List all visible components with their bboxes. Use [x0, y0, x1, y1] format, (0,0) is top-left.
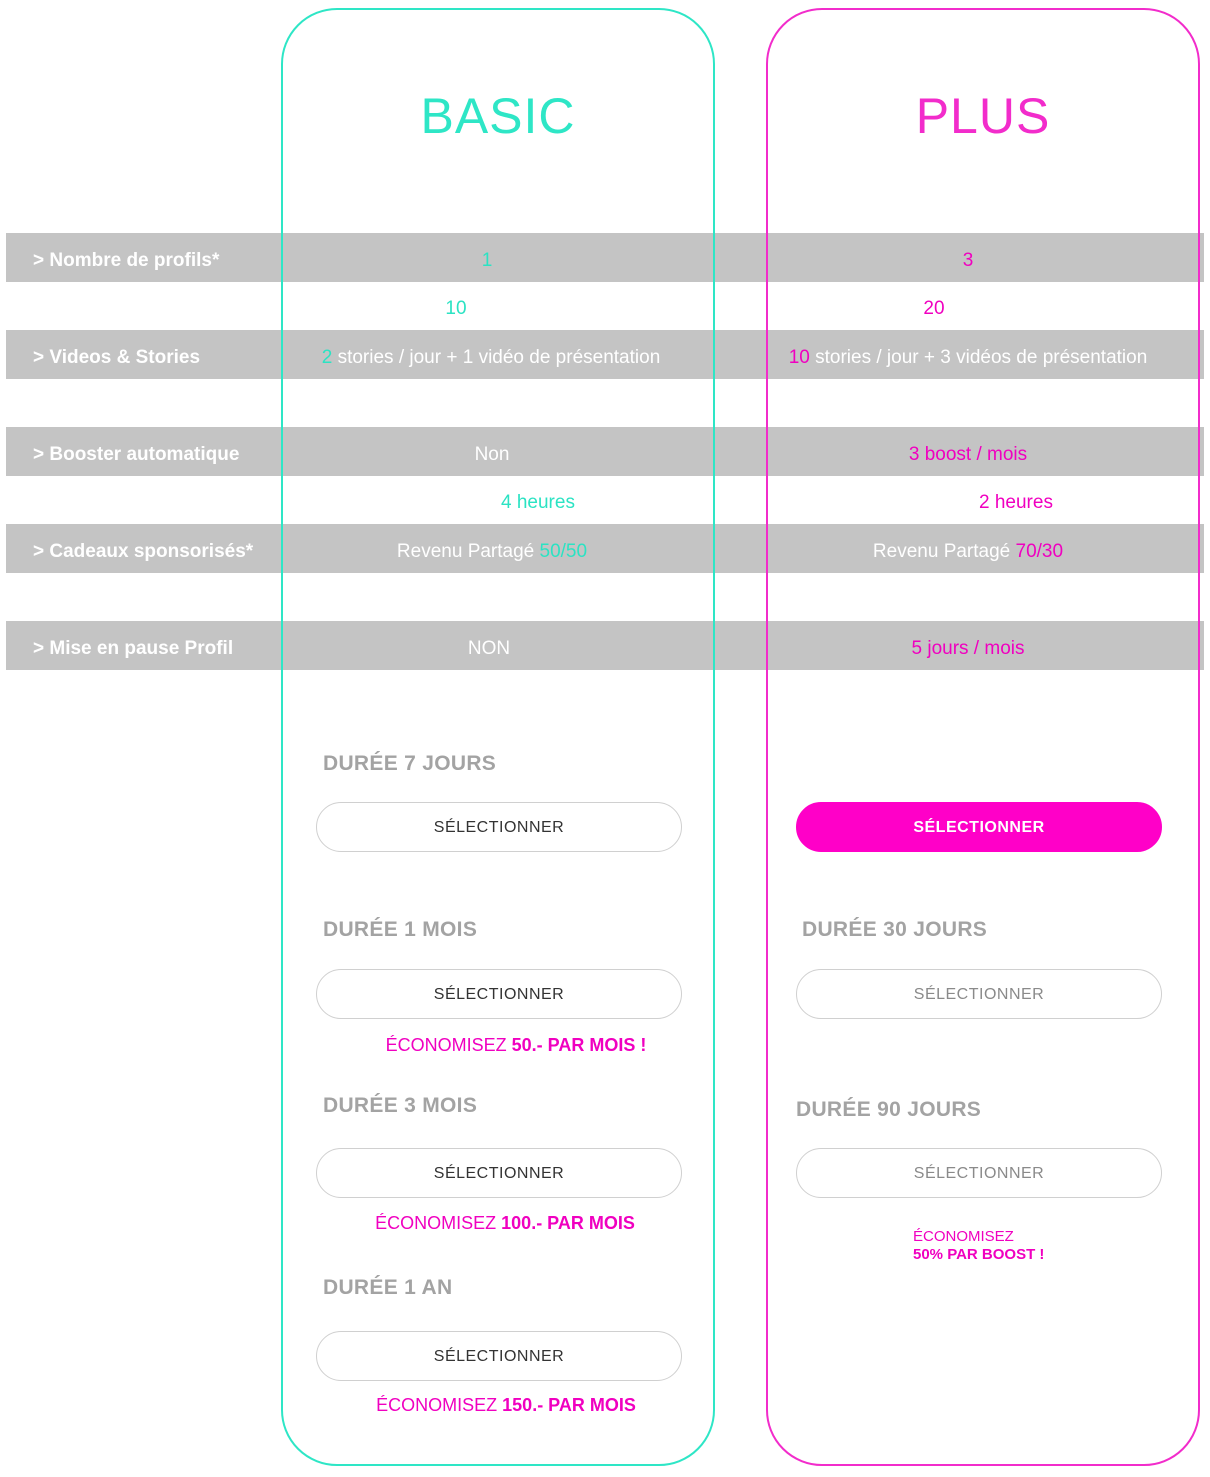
basic-save-1-mois: ÉCONOMISEZ 50.- PAR MOIS !	[316, 1035, 716, 1056]
plus-pause-value: 5 jours / mois	[911, 638, 1025, 659]
plus-select-90-jours-button[interactable]: SÉLECTIONNER	[796, 1148, 1162, 1198]
row-label-cadeaux: > Cadeaux sponsorisés*	[33, 541, 254, 562]
basic-save-1-an: ÉCONOMISEZ 150.- PAR MOIS	[306, 1395, 706, 1416]
save-prefix: ÉCONOMISEZ	[385, 1035, 512, 1055]
save-line-2: 50% PAR BOOST !	[913, 1246, 1045, 1263]
save-line-1: ÉCONOMISEZ	[913, 1228, 1014, 1245]
basic-videos-text: stories / jour + 1 vidéo de présentation	[332, 347, 661, 368]
plus-videos-text: stories / jour + 3 vidéos de présentatio…	[809, 347, 1148, 368]
plus-booster-value: 3 boost / mois	[908, 444, 1028, 465]
basic-select-1-mois-button[interactable]: SÉLECTIONNER	[316, 969, 682, 1019]
plan-title-plus: PLUS	[915, 88, 1051, 144]
plan-title-basic: BASIC	[420, 88, 576, 144]
basic-duration-7-jours: DURÉE 7 JOURS	[323, 752, 497, 775]
plus-cadeaux-prefix: Revenu Partagé	[872, 541, 1016, 562]
save-amount: 50.- PAR MOIS !	[511, 1035, 647, 1055]
basic-select-7-jours-button[interactable]: SÉLECTIONNER	[316, 802, 682, 852]
basic-cadeaux-ratio: 50/50	[539, 541, 588, 562]
row-band-pause	[6, 621, 1204, 670]
basic-save-3-mois: ÉCONOMISEZ 100.- PAR MOIS	[305, 1213, 705, 1234]
plus-duration-90-jours: DURÉE 90 JOURS	[796, 1098, 982, 1121]
row-band-booster	[6, 427, 1204, 476]
plan-card-basic	[281, 8, 715, 1466]
row-label-profils: > Nombre de profils*	[33, 250, 220, 271]
basic-pause-value: NON	[467, 638, 511, 659]
basic-videos-count: 2	[321, 347, 333, 368]
row-label-booster: > Booster automatique	[33, 444, 240, 465]
basic-profils-value: 1	[481, 250, 493, 271]
save-amount: 150.- PAR MOIS	[502, 1395, 636, 1415]
plan-card-plus	[766, 8, 1200, 1466]
basic-cadeaux-prefix: Revenu Partagé	[396, 541, 540, 562]
row-label-videos: > Videos & Stories	[33, 347, 201, 368]
plus-save-90-jours: ÉCONOMISEZ 50% PAR BOOST !	[913, 1228, 1044, 1264]
basic-duration-3-mois: DURÉE 3 MOIS	[323, 1094, 478, 1117]
plus-profils-value: 3	[962, 250, 974, 271]
plus-select-7-jours-button[interactable]: SÉLECTIONNER	[796, 802, 1162, 852]
plus-videos-value: 10 stories / jour + 3 vidéos de présenta…	[770, 333, 1166, 382]
basic-booster-value: Non	[474, 444, 510, 465]
save-prefix: ÉCONOMISEZ	[375, 1213, 502, 1233]
row-band-cadeaux	[6, 524, 1204, 573]
row-band-profils	[6, 233, 1204, 282]
save-amount: 100.- PAR MOIS	[501, 1213, 635, 1233]
basic-videos-value: 2 stories / jour + 1 vidéo de présentati…	[296, 333, 686, 382]
basic-select-1-an-button[interactable]: SÉLECTIONNER	[316, 1331, 682, 1381]
row-label-pause: > Mise en pause Profil	[33, 638, 234, 659]
save-prefix: ÉCONOMISEZ	[376, 1395, 503, 1415]
plus-videos-count: 10	[788, 347, 810, 368]
plus-sub1-value: 20	[923, 298, 945, 319]
basic-duration-1-an: DURÉE 1 AN	[323, 1276, 453, 1299]
plus-duration-30-jours: DURÉE 30 JOURS	[802, 918, 988, 941]
basic-cadeaux-value: Revenu Partagé 50/50	[362, 527, 622, 576]
basic-sub1-value: 10	[445, 298, 467, 319]
plus-sub2-value: 2 heures	[979, 492, 1053, 513]
plus-select-30-jours-button[interactable]: SÉLECTIONNER	[796, 969, 1162, 1019]
basic-duration-1-mois: DURÉE 1 MOIS	[323, 918, 478, 941]
basic-select-3-mois-button[interactable]: SÉLECTIONNER	[316, 1148, 682, 1198]
row-band-videos	[6, 330, 1204, 379]
plus-cadeaux-value: Revenu Partagé 70/30	[838, 527, 1098, 576]
basic-sub2-value: 4 heures	[501, 492, 575, 513]
plus-cadeaux-ratio: 70/30	[1015, 541, 1064, 562]
